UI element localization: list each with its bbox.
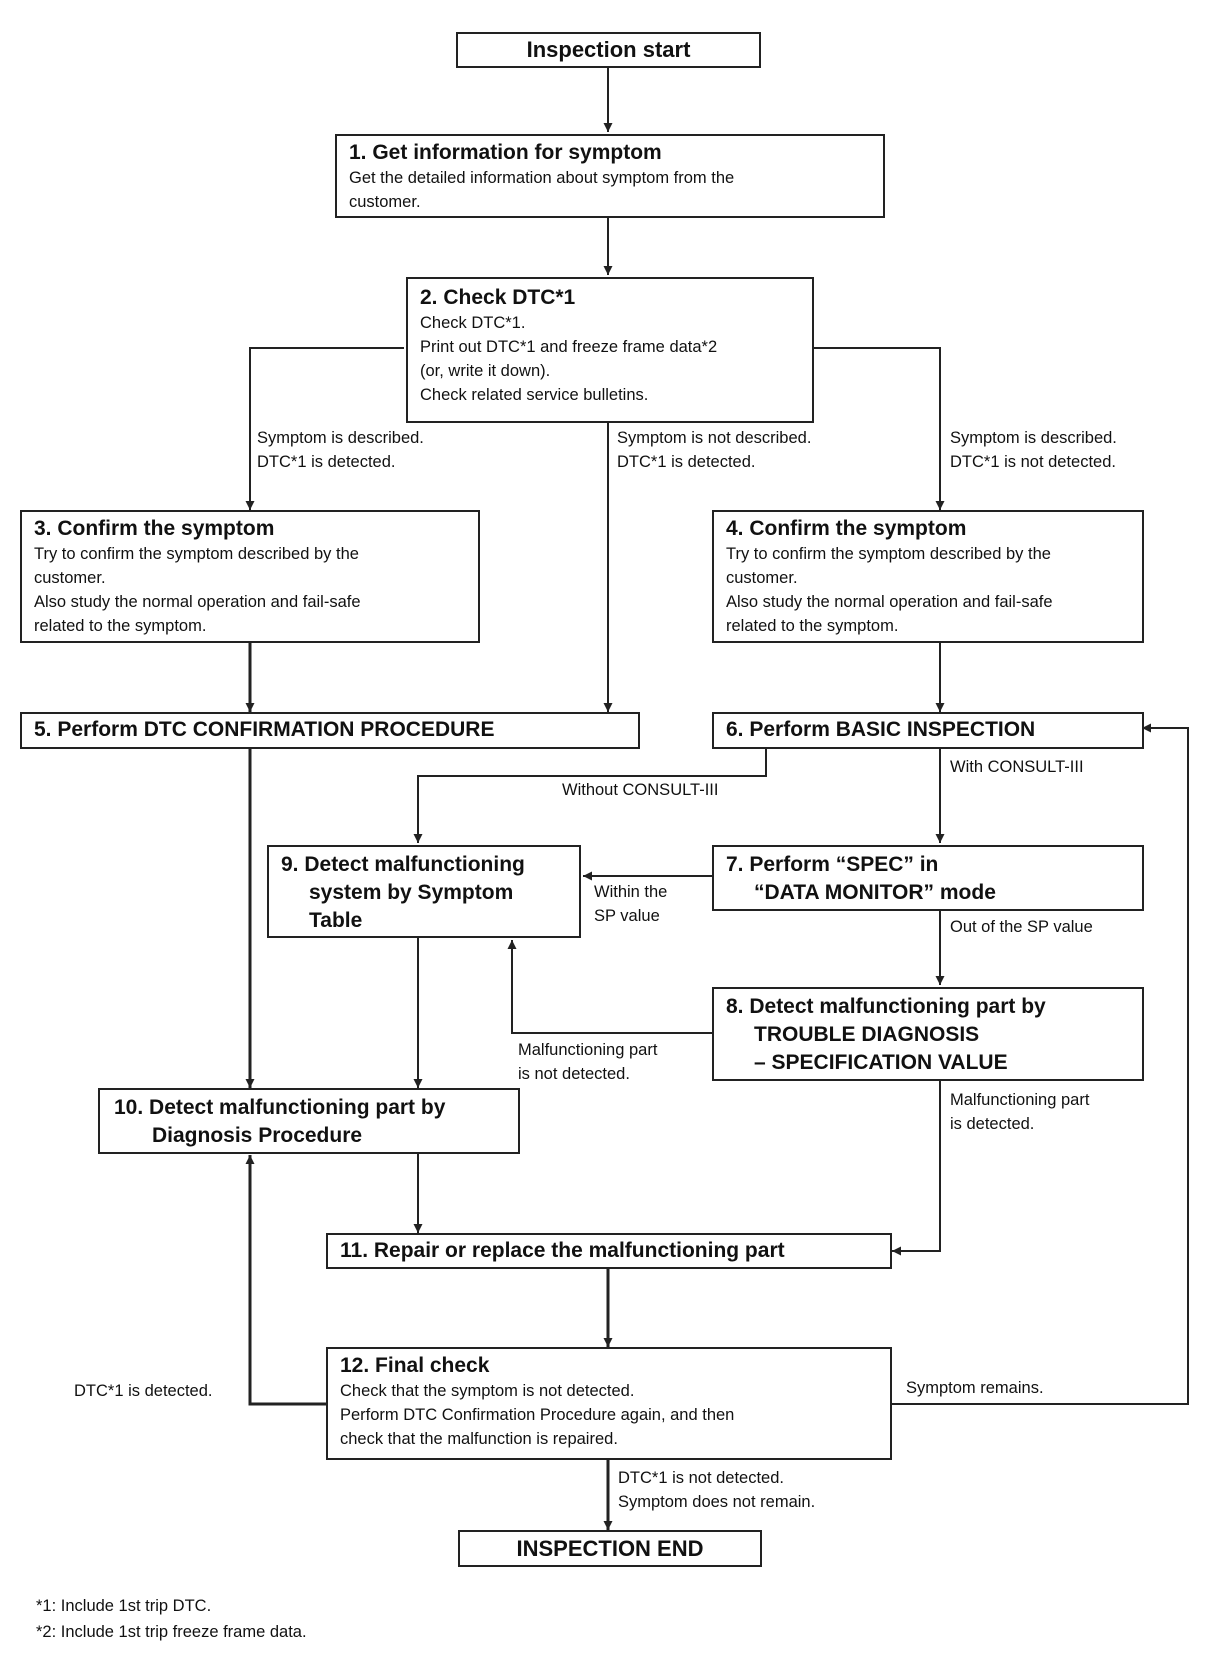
right-branch-label: Symptom is described. DTC*1 is not detec…	[950, 429, 1117, 471]
footnote-1: *1: Include 1st trip DTC.	[36, 1597, 212, 1615]
middle-branch-label: Symptom is not described. DTC*1 is detec…	[617, 429, 812, 471]
arrow-step2-to-step3	[245, 347, 404, 510]
step-1-box: 1. Get information for symptom Get the d…	[335, 134, 885, 218]
step-2-title: 2. Check DTC*1	[420, 286, 576, 309]
arrow-step8-to-step11	[892, 1080, 941, 1256]
left-branch-label: Symptom is described. DTC*1 is detected.	[257, 429, 424, 471]
step-8-title: 8. Detect malfunctioning part by	[726, 995, 1046, 1018]
step-9-title-line2: system by Symptom	[309, 881, 514, 904]
step-3-line: related to the symptom.	[34, 617, 207, 635]
step-12-title: 12. Final check	[340, 1354, 490, 1377]
step-1-line: Get the detailed information about sympt…	[349, 169, 735, 187]
dtc-detected-label: DTC*1 is detected.	[74, 1382, 213, 1400]
step-11-box: 11. Repair or replace the malfunctioning…	[326, 1233, 892, 1269]
step-4-line: Try to confirm the symptom described by …	[726, 545, 1051, 563]
step-9-box: 9. Detect malfunctioning system by Sympt…	[267, 845, 581, 938]
footnote-2: *2: Include 1st trip freeze frame data.	[36, 1623, 307, 1641]
step-4-box: 4. Confirm the symptom Try to confirm th…	[712, 510, 1144, 643]
inspection-end-box: INSPECTION END	[458, 1530, 762, 1567]
step-6-box: 6. Perform BASIC INSPECTION	[712, 712, 1144, 749]
step-3-title: 3. Confirm the symptom	[34, 517, 275, 540]
step-7-box: 7. Perform “SPEC” in “DATA MONITOR” mode	[712, 845, 1144, 911]
arrow-step2-to-step4	[812, 347, 945, 510]
step-12-line: Check that the symptom is not detected.	[340, 1382, 635, 1400]
step-2-box: 2. Check DTC*1 Check DTC*1. Print out DT…	[406, 277, 814, 423]
step-12-line: Perform DTC Confirmation Procedure again…	[340, 1406, 735, 1424]
not-detected-label: Malfunctioning part is not detected.	[518, 1041, 658, 1083]
step-8-box: 8. Detect malfunctioning part by TROUBLE…	[712, 987, 1144, 1081]
with-consult-label: With CONSULT-III	[950, 758, 1084, 776]
step-10-box: 10. Detect malfunctioning part by Diagno…	[98, 1088, 520, 1154]
inspection-end-label: INSPECTION END	[516, 1536, 704, 1561]
step-4-line: Also study the normal operation and fail…	[726, 593, 1053, 611]
inspection-start-label: Inspection start	[526, 37, 691, 62]
step-3-line: Try to confirm the symptom described by …	[34, 545, 359, 563]
step-5-title: 5. Perform DTC CONFIRMATION PROCEDURE	[34, 718, 495, 741]
step-3-line: customer.	[34, 569, 106, 587]
step-8-title-line3: – SPECIFICATION VALUE	[754, 1051, 1008, 1074]
without-consult-label: Without CONSULT-III	[562, 781, 719, 799]
step-3-box: 3. Confirm the symptom Try to confirm th…	[20, 510, 480, 643]
detected-label: Malfunctioning part is detected.	[950, 1091, 1090, 1133]
within-sp-label: Within the SP value	[594, 883, 668, 925]
step-9-title: 9. Detect malfunctioning	[281, 853, 525, 876]
step-1-title: 1. Get information for symptom	[349, 141, 662, 164]
step-4-line: related to the symptom.	[726, 617, 899, 635]
step-10-title-line2: Diagnosis Procedure	[152, 1124, 363, 1147]
arrow-step12-to-step10	[245, 1155, 326, 1406]
step-2-line: (or, write it down).	[420, 362, 551, 380]
step-5-box: 5. Perform DTC CONFIRMATION PROCEDURE	[20, 712, 640, 749]
step-2-line: Check DTC*1.	[420, 314, 526, 332]
step-12-line: check that the malfunction is repaired.	[340, 1430, 618, 1448]
step-3-line: Also study the normal operation and fail…	[34, 593, 361, 611]
inspection-start-box: Inspection start	[456, 32, 761, 68]
step-11-title: 11. Repair or replace the malfunctioning…	[340, 1239, 785, 1262]
step-6-title: 6. Perform BASIC INSPECTION	[726, 718, 1036, 741]
step-1-line: customer.	[349, 193, 421, 211]
out-of-sp-label: Out of the SP value	[950, 918, 1093, 936]
step-10-title: 10. Detect malfunctioning part by	[114, 1096, 446, 1119]
step-7-title-line2: “DATA MONITOR” mode	[754, 881, 996, 904]
symptom-remains-label: Symptom remains.	[906, 1379, 1044, 1397]
step-4-line: customer.	[726, 569, 798, 587]
final-ok-label: DTC*1 is not detected. Symptom does not …	[618, 1469, 816, 1511]
arrow-step12-to-step6	[892, 723, 1189, 1405]
step-2-line: Print out DTC*1 and freeze frame data*2	[420, 338, 718, 356]
step-2-line: Check related service bulletins.	[420, 386, 649, 404]
step-8-title-line2: TROUBLE DIAGNOSIS	[754, 1023, 980, 1046]
step-7-title: 7. Perform “SPEC” in	[726, 853, 939, 876]
step-9-title-line3: Table	[309, 909, 363, 932]
arrow-step8-to-step9	[507, 940, 712, 1034]
arrow-step6-to-step9	[413, 748, 767, 843]
step-12-box: 12. Final check Check that the symptom i…	[326, 1347, 892, 1460]
step-4-title: 4. Confirm the symptom	[726, 517, 967, 540]
